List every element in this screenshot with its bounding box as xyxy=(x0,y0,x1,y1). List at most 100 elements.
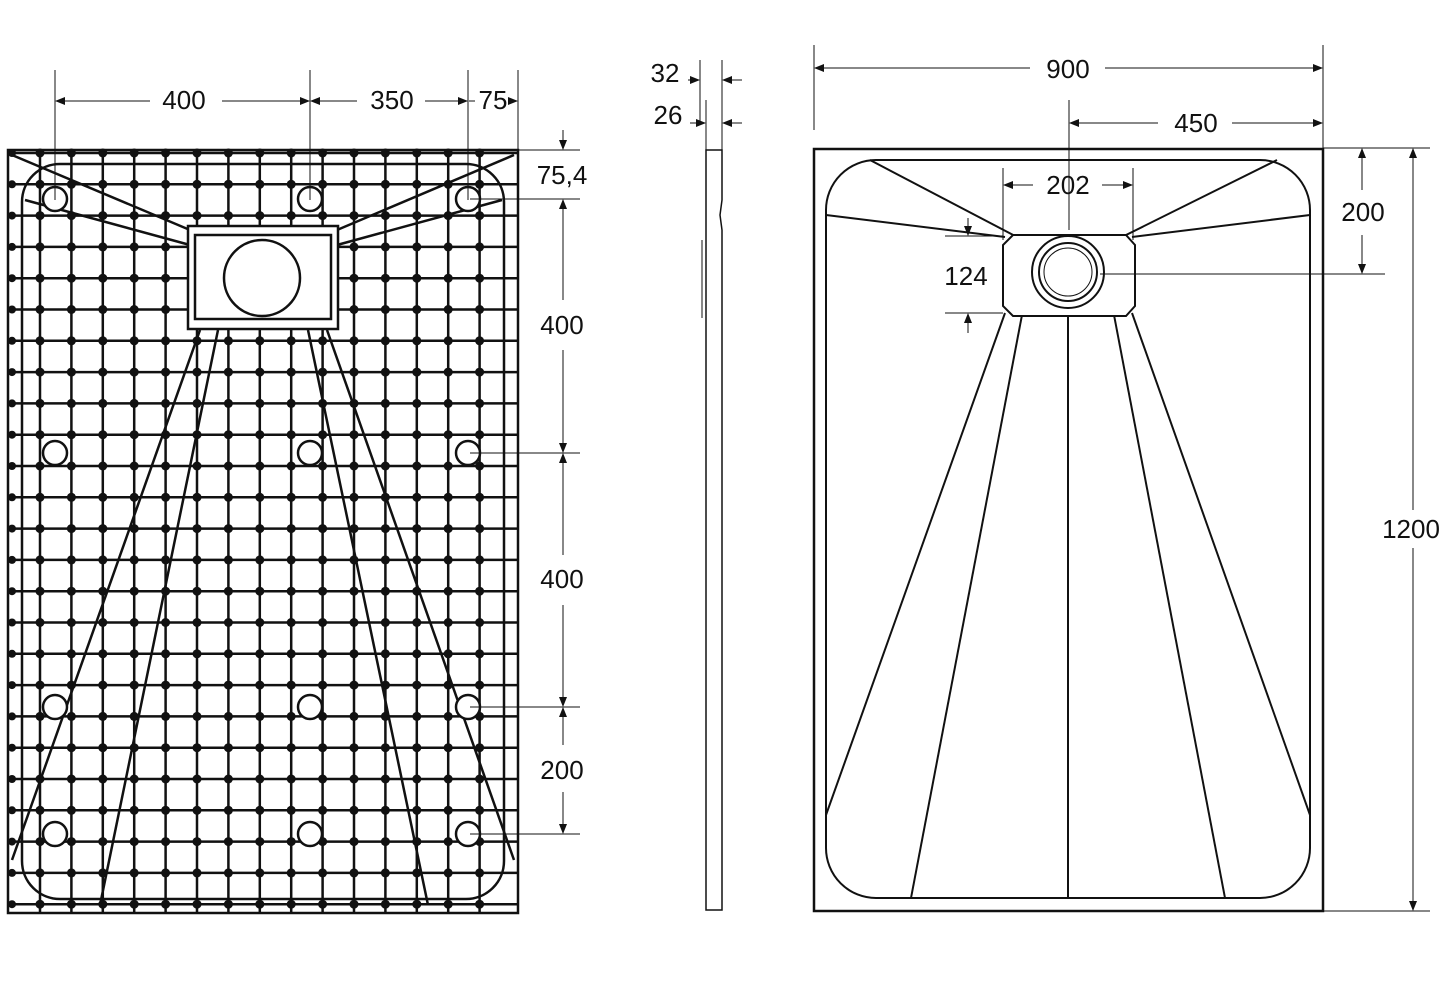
grid-node xyxy=(443,336,453,346)
grid-node xyxy=(192,367,202,377)
grid-node xyxy=(192,524,202,534)
grid-node xyxy=(35,899,45,909)
grid-node xyxy=(8,336,16,345)
grid-node xyxy=(98,618,108,627)
grid-node xyxy=(255,774,265,784)
grid-node xyxy=(98,398,108,408)
grid-node xyxy=(318,899,328,909)
grid-node xyxy=(8,775,16,783)
grid-node xyxy=(443,837,453,847)
support-foot xyxy=(296,820,324,848)
grid-node xyxy=(129,586,139,596)
grid-node xyxy=(443,555,453,565)
grid-node xyxy=(475,555,485,565)
grid-node xyxy=(286,680,296,690)
grid-node xyxy=(475,273,485,283)
grid-node xyxy=(8,806,16,815)
grid-node xyxy=(8,430,16,439)
grid-node xyxy=(8,681,16,690)
grid-node xyxy=(443,711,453,721)
grid-node xyxy=(286,868,296,878)
grid-node xyxy=(192,837,202,847)
grid-node xyxy=(129,461,139,471)
grid-node xyxy=(98,555,108,565)
dim-202: 202 xyxy=(1046,170,1089,200)
grid-node xyxy=(286,899,296,909)
grid-node xyxy=(192,805,202,815)
grid-node xyxy=(412,430,422,440)
grid-node xyxy=(412,492,422,502)
grid-node xyxy=(129,680,139,690)
grid-node xyxy=(255,211,265,221)
grid-node xyxy=(66,398,76,408)
grid-node xyxy=(161,805,171,815)
grid-node xyxy=(475,305,485,314)
grid-node xyxy=(98,273,108,283)
grid-node xyxy=(129,211,139,221)
grid-node xyxy=(98,336,108,346)
grid-node xyxy=(412,305,422,314)
grid-node xyxy=(412,649,422,659)
grid-node xyxy=(192,774,202,784)
dim-124: 124 xyxy=(944,261,987,291)
grid-node xyxy=(129,179,139,189)
grid-node xyxy=(380,524,390,534)
grid-node xyxy=(380,211,390,221)
grid-node xyxy=(66,336,76,346)
grid-node xyxy=(318,586,328,596)
grid-node xyxy=(349,868,359,878)
grid-node xyxy=(286,586,296,596)
grid-node xyxy=(192,179,202,189)
grid-node xyxy=(192,680,202,690)
grid-node xyxy=(380,618,390,627)
grid-node xyxy=(66,837,76,847)
grid-node xyxy=(192,461,202,471)
grid-node xyxy=(380,336,390,346)
grid-node xyxy=(380,179,390,189)
grid-node xyxy=(66,242,76,252)
grid-node xyxy=(412,211,422,221)
grid-node xyxy=(66,586,76,596)
grid-node xyxy=(255,868,265,878)
grid-node xyxy=(161,273,171,283)
grid-node xyxy=(35,367,45,377)
grid-node xyxy=(349,273,359,283)
grid-node xyxy=(192,743,202,753)
grid-node xyxy=(223,524,233,534)
grid-node xyxy=(129,305,139,314)
grid-node xyxy=(349,711,359,721)
grid-node xyxy=(380,586,390,596)
grid-node xyxy=(475,242,485,252)
grid-node xyxy=(255,367,265,377)
grid-node xyxy=(318,618,328,627)
grid-node xyxy=(161,555,171,565)
grid-node xyxy=(380,805,390,815)
grid-node xyxy=(161,179,171,189)
grid-node xyxy=(255,805,265,815)
bottom-inner-rim xyxy=(20,162,506,901)
grid-node xyxy=(35,461,45,471)
grid-node xyxy=(161,242,171,252)
grid-node xyxy=(443,649,453,659)
grid-node xyxy=(443,430,453,440)
grid-node xyxy=(223,899,233,909)
grid-node xyxy=(255,430,265,440)
grid-node xyxy=(475,492,485,502)
grid-node xyxy=(443,242,453,252)
grid-node xyxy=(161,524,171,534)
grid-node xyxy=(66,430,76,440)
grid-node xyxy=(286,524,296,534)
grid-node xyxy=(66,305,76,314)
grid-node xyxy=(98,430,108,440)
grid-node xyxy=(223,868,233,878)
grid-node xyxy=(35,837,45,847)
grid-node xyxy=(286,211,296,221)
grid-node xyxy=(349,586,359,596)
grid-node xyxy=(318,868,328,878)
grid-node xyxy=(412,774,422,784)
grid-node xyxy=(286,837,296,847)
grid-node xyxy=(98,805,108,815)
grid-node xyxy=(192,649,202,659)
grid-node xyxy=(8,587,16,596)
